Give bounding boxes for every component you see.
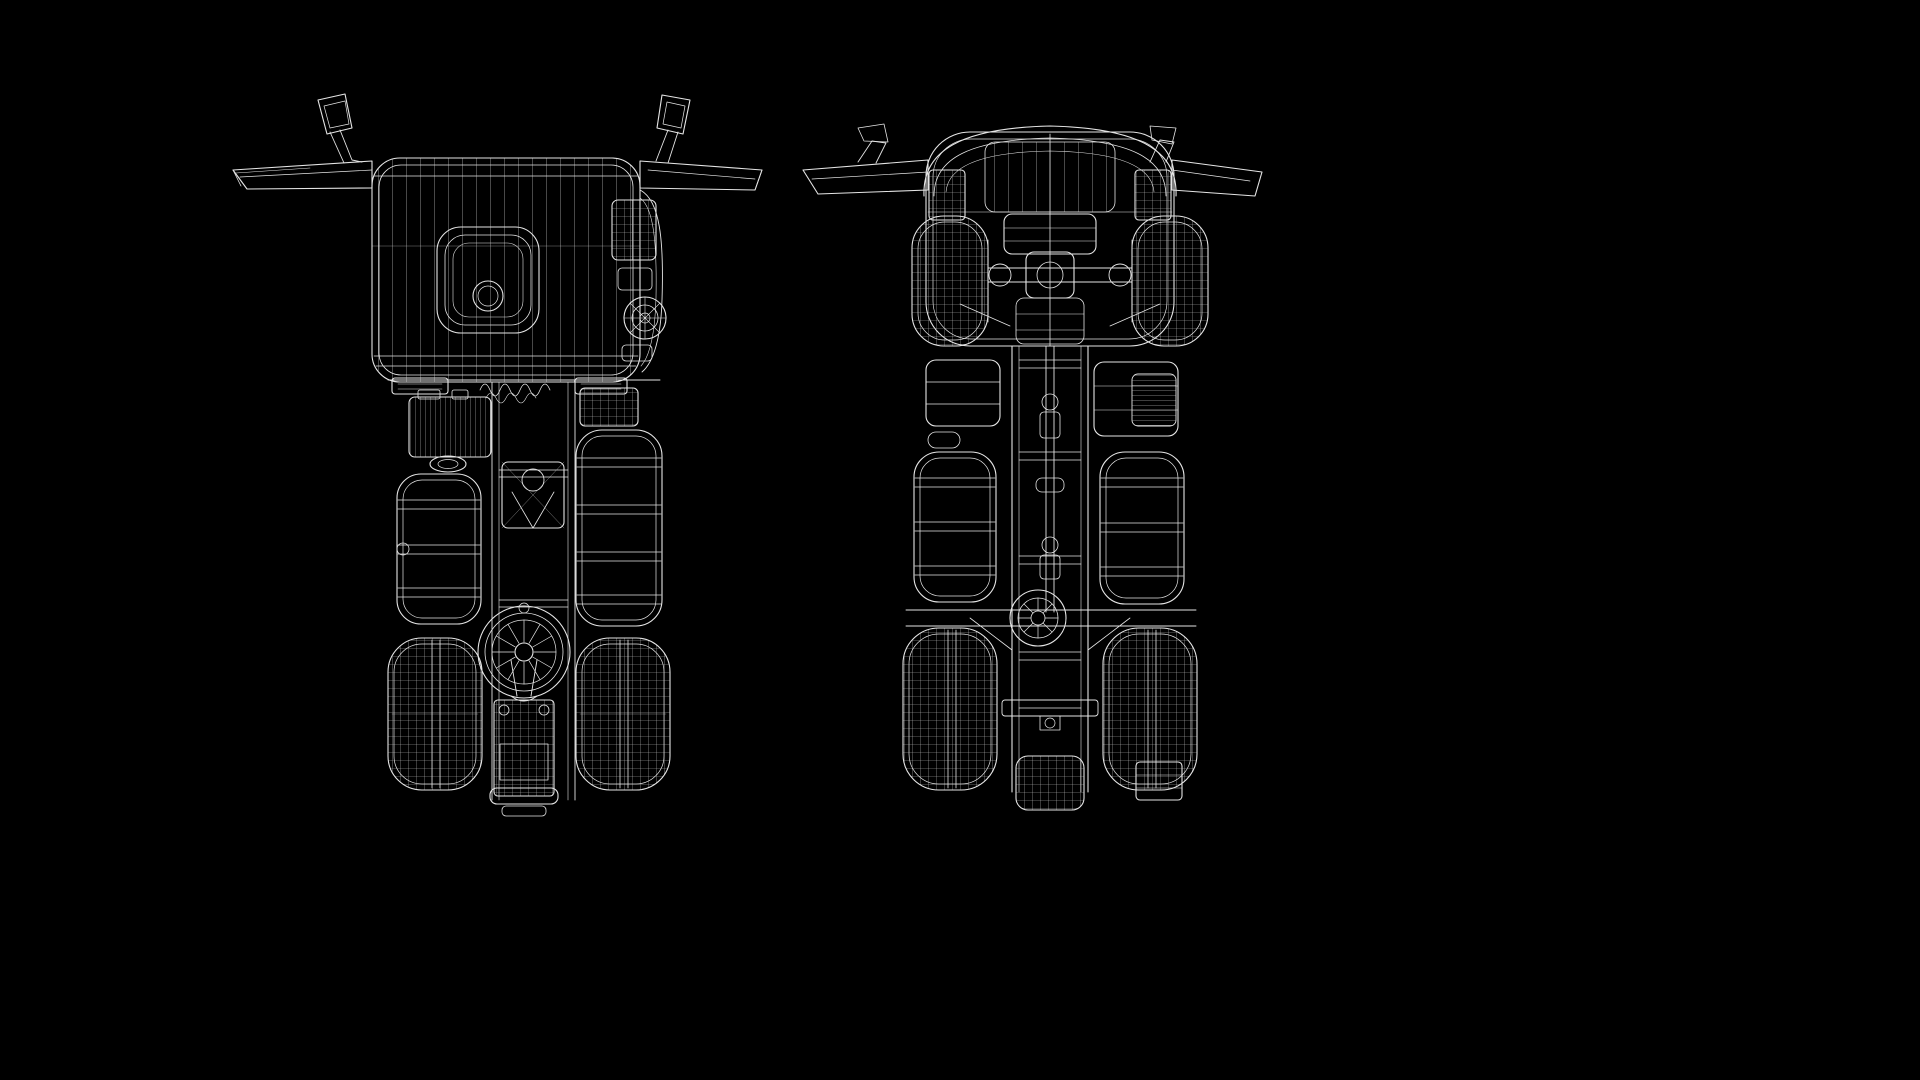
battery-box [925,359,1001,449]
front-wheel-right [1131,215,1209,347]
front-wheel-left [911,215,989,347]
fuel-tank-right [575,429,663,627]
fifth-wheel-coupling [477,602,571,702]
rear-wheels-right [575,637,671,791]
rear-axle-differential [905,589,1197,651]
cab-roof [371,157,641,383]
rear-wheel-left-chassis-view [902,627,998,791]
entry-step-left [928,169,966,221]
roof-vents-right [611,199,667,362]
engine-sump [1003,213,1097,345]
truck-top-view-chassis [802,123,1263,811]
chassis-frame-left-view [491,381,576,801]
front-axle [959,251,1161,327]
rear-suspension-frame [493,699,555,797]
toolbox-right [1093,361,1179,437]
side-mirror-right [655,94,691,164]
chassis-frame [1011,345,1089,793]
fuel-tank-left [396,473,482,625]
rear-crossmember [1001,699,1099,731]
transmission [501,461,565,529]
fuel-tank-right-chassis-view [1099,451,1185,605]
truck-top-view-cab [232,93,763,817]
side-mirror-left [317,93,363,164]
rear-bumper [489,787,559,817]
entry-step-right [1134,169,1172,221]
side-mirror-right-chassis-view [1149,125,1263,197]
rear-wheels-left [387,637,483,791]
engine-block [408,389,492,473]
rear-cabinet [1015,755,1085,811]
sunroof-hatch [436,226,540,334]
mud-flap-right [1135,761,1183,801]
wind-deflector-right [639,160,763,191]
storage-box-right [579,387,639,427]
drive-shaft [1035,345,1065,613]
fuel-tank-left-chassis-view [913,451,997,603]
cab-side-right [639,189,663,373]
rear-wheel-right-chassis-view [1102,627,1198,791]
side-mirror-left-chassis-view [802,123,929,195]
